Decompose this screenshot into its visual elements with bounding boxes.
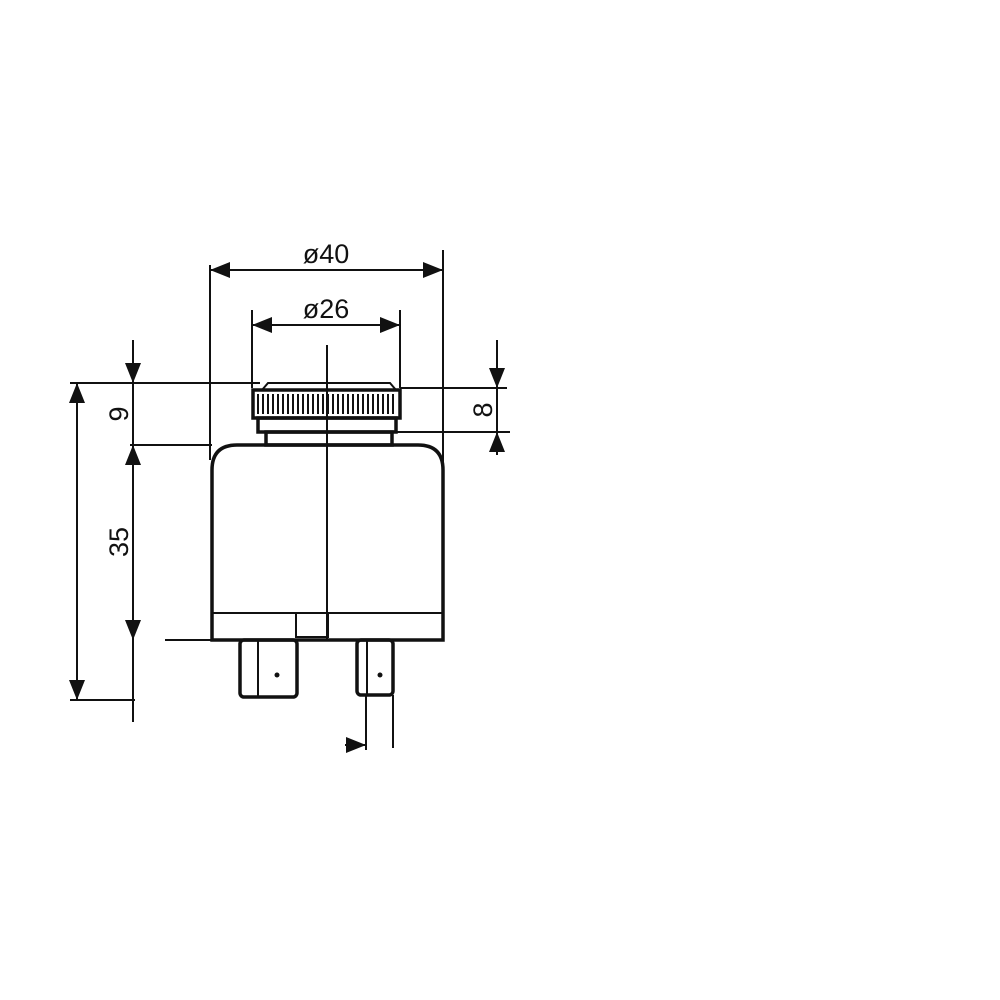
cap-height-label: 9 xyxy=(104,406,134,421)
body-height-label: 35 xyxy=(104,527,134,557)
terminals xyxy=(238,638,395,750)
cap-diameter-label: ø26 xyxy=(303,294,350,324)
outer-diameter-label: ø40 xyxy=(303,239,350,269)
knurl-height-label: 8 xyxy=(468,402,498,417)
dimension-lines xyxy=(69,250,510,753)
